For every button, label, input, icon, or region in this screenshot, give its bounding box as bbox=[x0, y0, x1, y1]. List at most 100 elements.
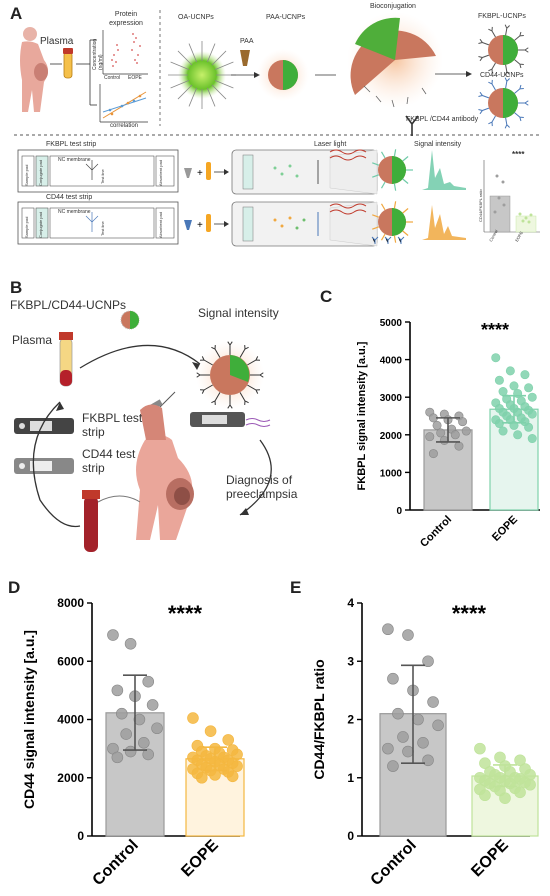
data-point bbox=[417, 736, 429, 749]
data-point bbox=[120, 728, 132, 740]
data-point bbox=[231, 760, 243, 772]
data-point bbox=[392, 707, 404, 720]
bioconjugation-label: Bioconjugation bbox=[370, 3, 416, 10]
signal-sphere-icon bbox=[196, 341, 264, 409]
data-point bbox=[422, 655, 434, 668]
nc-membrane-label-2: NC membrane bbox=[58, 209, 91, 215]
y-tick-label: 1000 bbox=[380, 468, 403, 479]
y-tick-label: 4000 bbox=[57, 713, 84, 727]
data-point bbox=[524, 778, 536, 791]
data-point bbox=[195, 771, 208, 784]
data-point bbox=[402, 629, 414, 641]
significance-label: **** bbox=[452, 601, 487, 626]
ucnp-small-icon bbox=[120, 310, 140, 330]
protein-expression-label: Protein expression bbox=[109, 11, 143, 27]
data-point bbox=[146, 699, 159, 711]
data-point bbox=[111, 751, 124, 764]
cd44-signal-peak bbox=[422, 205, 466, 240]
cd44-strip-label: CD44 test strip bbox=[46, 194, 93, 201]
pregnant-woman-b-icon bbox=[136, 404, 194, 540]
ucnps-b-label: FKBPL/CD44-UCNPs bbox=[10, 298, 127, 312]
y-tick-label: 4000 bbox=[380, 356, 403, 367]
fkbpl-cassette-icon bbox=[231, 149, 378, 195]
data-point bbox=[479, 789, 491, 802]
signal-intensity-label: Signal intensity bbox=[414, 141, 462, 148]
protein-expression-mini-chart bbox=[102, 30, 148, 75]
category-label-control: Control bbox=[418, 514, 454, 550]
data-point bbox=[382, 742, 394, 755]
panel-a-letter: A bbox=[10, 4, 23, 23]
inset-ratio-chart bbox=[483, 160, 540, 233]
data-point bbox=[432, 719, 444, 732]
data-point bbox=[454, 441, 464, 451]
y-tick-label: 3000 bbox=[380, 393, 403, 404]
category-label-eope: EOPE bbox=[490, 514, 520, 544]
data-point bbox=[524, 383, 534, 393]
y-tick-label: 6000 bbox=[57, 654, 84, 668]
svg-text:+: + bbox=[197, 220, 203, 231]
significance-label: **** bbox=[168, 601, 203, 626]
data-point bbox=[498, 387, 508, 397]
significance-label: **** bbox=[481, 320, 509, 340]
data-point bbox=[428, 449, 438, 459]
cd44-strip-b-icon bbox=[14, 458, 74, 474]
mini-eope-label: EOPE bbox=[128, 75, 142, 81]
data-point bbox=[425, 432, 435, 442]
y-tick-label: 2000 bbox=[57, 771, 84, 785]
y-axis-label: FKBPL signal intensity [a.u.] bbox=[356, 341, 368, 490]
y-tick-label: 8000 bbox=[57, 596, 84, 610]
data-point bbox=[382, 623, 394, 636]
data-point bbox=[124, 745, 137, 758]
data-point bbox=[107, 629, 119, 641]
nc-membrane-label: NC membrane bbox=[58, 157, 91, 163]
data-point bbox=[124, 637, 137, 650]
cd44-ucnp-icon bbox=[478, 77, 529, 129]
data-point bbox=[436, 428, 446, 438]
fkbpl-ucnps-label: FKBPL-UCNPs bbox=[478, 13, 526, 20]
y-tick-label: 1 bbox=[347, 771, 354, 785]
data-point bbox=[226, 770, 239, 783]
data-point bbox=[494, 751, 506, 764]
data-point bbox=[494, 375, 504, 385]
oa-ucnps-label: OA-UCNPs bbox=[178, 14, 214, 21]
data-point bbox=[133, 713, 146, 726]
plasma-tube-b-icon bbox=[59, 332, 73, 387]
y-tick-label: 4 bbox=[347, 596, 354, 610]
y-axis-label: CD44/FKBPL ratio bbox=[311, 659, 327, 779]
data-point bbox=[479, 757, 491, 769]
data-point bbox=[458, 417, 468, 427]
data-point bbox=[432, 420, 442, 430]
signal-intensity-b-label: Signal intensity bbox=[198, 306, 279, 320]
cd44-strip-diagram bbox=[17, 201, 179, 245]
data-point bbox=[204, 725, 217, 737]
dropper-icon: + + bbox=[184, 162, 211, 232]
data-point bbox=[142, 748, 155, 761]
pregnant-woman-icon bbox=[20, 27, 48, 113]
plasma-label: Plasma bbox=[40, 36, 74, 47]
test-strip-b-icon bbox=[190, 412, 271, 427]
data-point bbox=[514, 786, 526, 799]
data-point bbox=[509, 381, 519, 391]
data-point bbox=[527, 434, 537, 444]
y-tick-label: 0 bbox=[347, 829, 354, 843]
data-point bbox=[222, 734, 235, 746]
panel-e-letter: E bbox=[290, 578, 302, 597]
mini-control-label: Control bbox=[104, 75, 121, 81]
y-tick-label: 3 bbox=[347, 654, 354, 668]
category-label-eope: EOPE bbox=[468, 837, 512, 881]
y-tick-label: 2000 bbox=[380, 431, 403, 442]
panel-b-illustration bbox=[14, 310, 272, 552]
y-tick-label: 0 bbox=[77, 829, 84, 843]
data-point bbox=[450, 430, 460, 440]
panel-b-letter: B bbox=[10, 278, 23, 297]
cd44-strip-b-label: CD44 test strip bbox=[82, 447, 136, 475]
data-point bbox=[524, 422, 534, 432]
category-label-control: Control bbox=[90, 837, 142, 889]
laser-light-icon bbox=[329, 149, 367, 215]
data-point bbox=[520, 370, 530, 380]
data-point bbox=[115, 707, 128, 720]
plasma-tube-icon bbox=[63, 48, 73, 79]
data-point bbox=[151, 722, 163, 735]
